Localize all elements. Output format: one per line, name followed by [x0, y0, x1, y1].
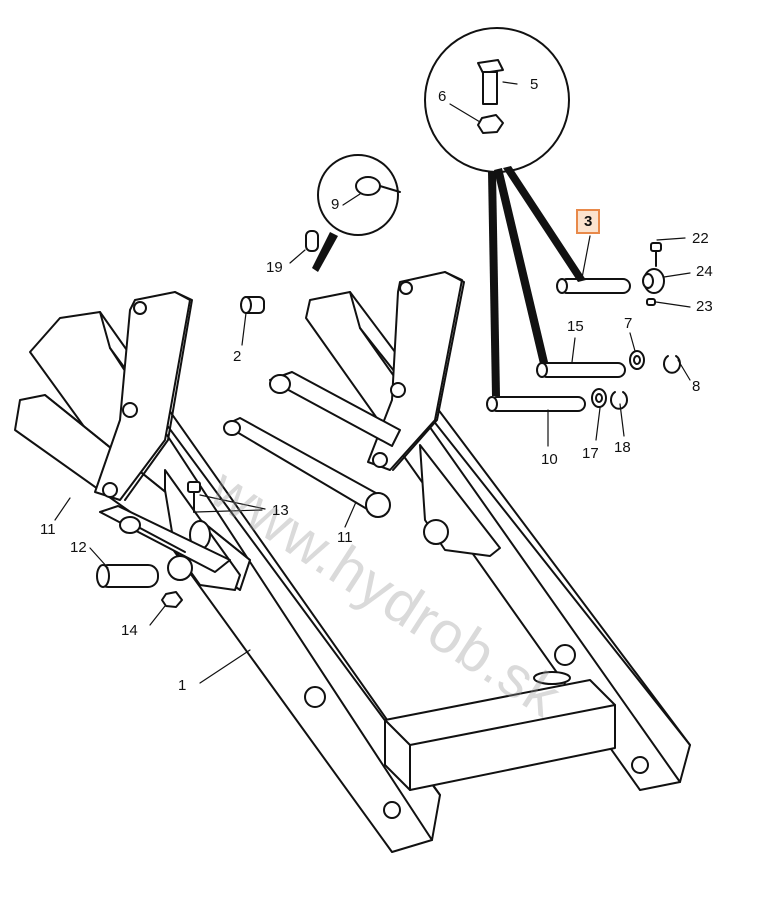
label-part-9: 9: [331, 196, 340, 213]
label-part-1: 1: [178, 677, 187, 694]
label-part-18: 18: [614, 439, 631, 456]
label-part-22: 22: [692, 230, 709, 247]
label-part-11-left: 11: [40, 521, 56, 538]
label-part-24: 24: [696, 263, 713, 280]
label-part-23: 23: [696, 298, 713, 315]
label-part-11-right: 11: [337, 529, 353, 546]
label-part-5: 5: [530, 76, 539, 93]
label-part-7: 7: [624, 315, 633, 332]
label-part-15: 15: [567, 318, 584, 335]
label-part-19: 19: [266, 259, 283, 276]
label-part-6: 6: [438, 88, 447, 105]
label-part-14: 14: [121, 622, 138, 639]
label-part-17: 17: [582, 445, 599, 462]
small-hardware: [96, 230, 681, 608]
label-part-3: 3: [576, 209, 601, 234]
leader-lines: [54, 81, 691, 684]
detail-callouts: [312, 27, 586, 396]
pins: [486, 278, 631, 412]
label-part-10: 10: [541, 451, 558, 468]
hydraulic-cylinders: [99, 371, 449, 581]
label-part-12: 12: [70, 539, 87, 556]
label-part-13: 13: [272, 502, 289, 519]
label-part-8: 8: [692, 378, 701, 395]
label-part-2: 2: [233, 348, 242, 365]
